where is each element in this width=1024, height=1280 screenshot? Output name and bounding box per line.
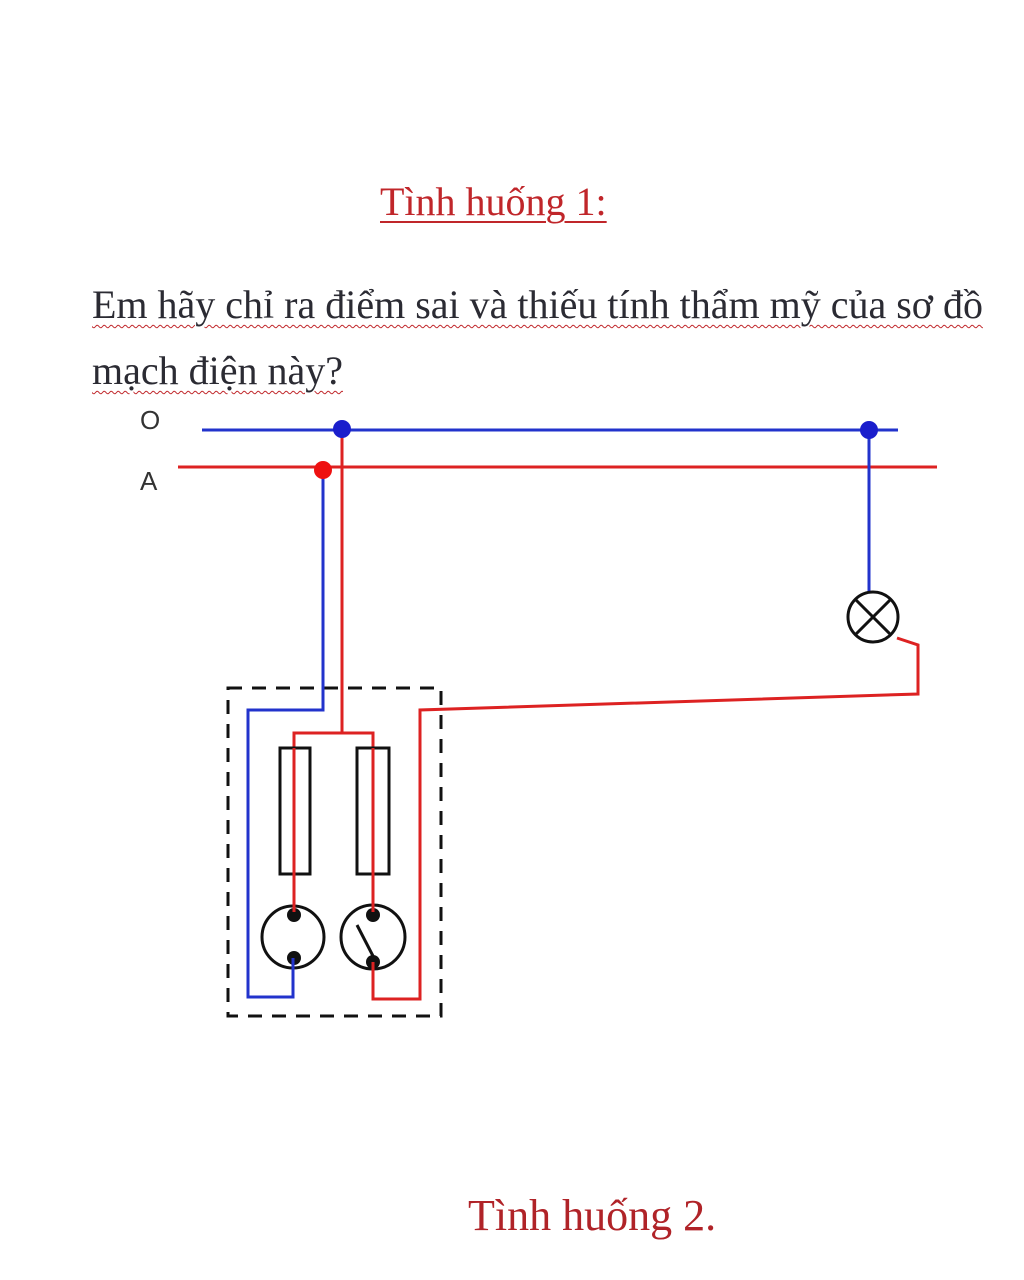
junction-neutral-left — [333, 420, 351, 438]
neutral-line-label: O — [140, 405, 161, 435]
switch-lever — [355, 924, 375, 957]
question-text: Em hãy chỉ ra điểm sai và thiếu tính thẩ… — [92, 282, 983, 393]
red-wire-fuse-bus — [292, 731, 375, 748]
switch-terminal-top — [366, 908, 380, 922]
phase-line-label: A — [140, 466, 158, 496]
situation-2-title: Tình huống 2. — [468, 1191, 717, 1240]
switchboard-box — [226, 686, 443, 1018]
junction-neutral-right — [860, 421, 878, 439]
red-wire-lamp — [371, 636, 920, 1001]
situation-1-title: Tình huống 1: — [380, 179, 607, 224]
socket-terminal-top — [287, 908, 301, 922]
junction-phase — [314, 461, 332, 479]
